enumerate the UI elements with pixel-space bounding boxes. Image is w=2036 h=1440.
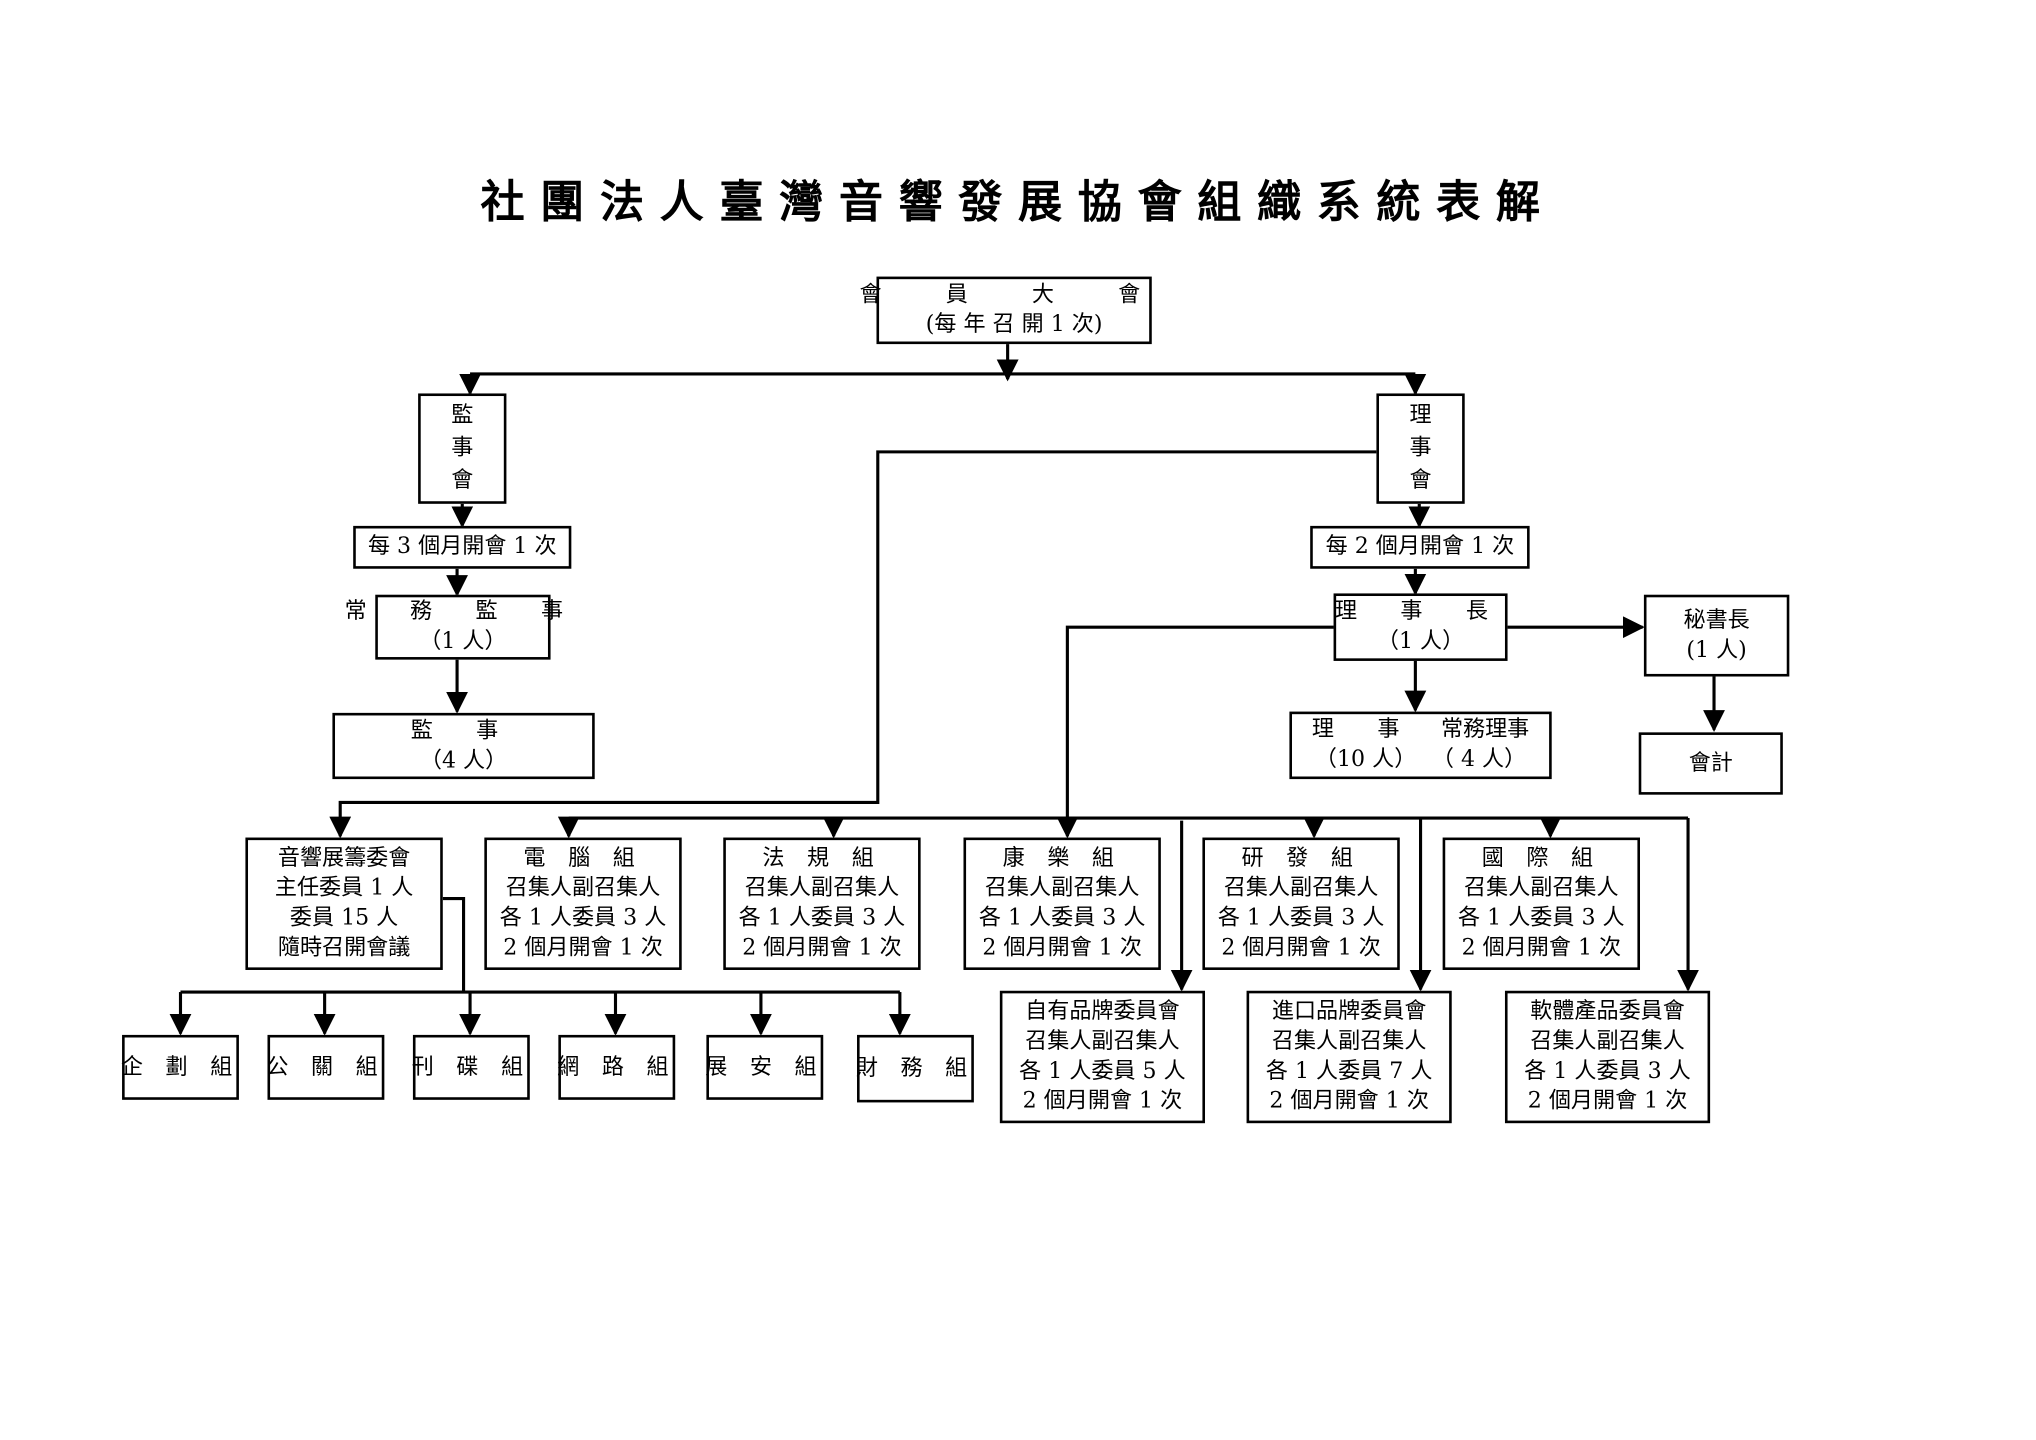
sub-group-planning: 企 劃 組 xyxy=(120,1034,241,1100)
audio-committee-line: 隨時召開會議 xyxy=(277,934,411,961)
supervisors-meeting-box: 每 3 個月開會 1 次 xyxy=(353,525,572,569)
group-line: 2 個月開會 1 次 xyxy=(982,934,1142,961)
group-name: 法 規 組 xyxy=(762,845,882,872)
brand-committee-line: 各 1 人委員 5 人 xyxy=(1019,1058,1186,1085)
standing-directors-count: （ 4 人） xyxy=(1431,746,1527,773)
chair-count: （1 人） xyxy=(1376,628,1465,655)
group-line: 各 1 人委員 3 人 xyxy=(499,905,667,932)
sub-group-name: 財 務 組 xyxy=(855,1055,976,1082)
group-line: 2 個月開會 1 次 xyxy=(742,934,902,961)
group-name: 康 樂 組 xyxy=(1002,845,1122,872)
audio-committee-line: 主任委員 1 人 xyxy=(274,875,414,902)
brand-committee-line: 召集人副召集人 xyxy=(1271,1028,1427,1055)
supervisors-box: 監 事 （4 人） xyxy=(332,712,595,780)
standing-supervisor-count: （1 人） xyxy=(419,628,507,655)
sub-group-finance: 財 務 組 xyxy=(855,1034,976,1103)
chair-name: 理 事 長 xyxy=(1334,598,1507,625)
standing-supervisor-name: 常 務 監 事 xyxy=(344,598,582,625)
sub-group-name: 網 路 組 xyxy=(557,1053,677,1080)
directors-meeting-box: 每 2 個月開會 1 次 xyxy=(1310,525,1530,569)
sub-group-name: 企 劃 組 xyxy=(120,1053,241,1080)
group-name: 國 際 組 xyxy=(1481,845,1601,872)
directors-count: （10 人） xyxy=(1314,746,1417,773)
supervisors-count: （4 人） xyxy=(419,747,508,774)
brand-committee-import: 進口品牌委員會 召集人副召集人 各 1 人委員 7 人 2 個月開會 1 次 xyxy=(1246,990,1452,1124)
chair-box: 理 事 長 （1 人） xyxy=(1333,593,1508,661)
directors-board-box: 理 事 會 xyxy=(1376,393,1465,504)
group-box-recreation: 康 樂 組 召集人副召集人 各 1 人委員 3 人 2 個月開會 1 次 xyxy=(963,837,1161,970)
supervisors-name: 監 事 xyxy=(410,717,517,744)
directors-meeting: 每 2 個月開會 1 次 xyxy=(1325,533,1515,560)
brand-committee-software: 軟體產品委員會 召集人副召集人 各 1 人委員 3 人 2 個月開會 1 次 xyxy=(1504,990,1711,1124)
directors-counts: （10 人） （ 4 人） xyxy=(1315,745,1526,775)
sub-group-name: 公 關 組 xyxy=(266,1053,386,1080)
brand-committee-line: 召集人副召集人 xyxy=(1530,1028,1685,1055)
directors-label: 理 事 xyxy=(1311,716,1418,743)
supervisors-board-char: 事 xyxy=(451,434,474,461)
supervisors-board-box: 監 事 會 xyxy=(418,393,507,504)
group-line: 召集人副召集人 xyxy=(984,875,1140,902)
directors-labels: 理 事常務理事 xyxy=(1312,715,1529,745)
directors-box: 理 事常務理事 （10 人） （ 4 人） xyxy=(1289,711,1552,780)
directors-board-char: 會 xyxy=(1409,467,1432,494)
secretary-name: 秘書長 xyxy=(1683,607,1750,634)
secretary-count: (1 人) xyxy=(1686,636,1747,663)
brand-committee-line: 2 個月開會 1 次 xyxy=(1527,1088,1688,1115)
connector-chair-groups xyxy=(1056,625,1335,839)
supervisors-meeting: 每 3 個月開會 1 次 xyxy=(367,533,557,560)
sub-group-network: 網 路 組 xyxy=(557,1034,677,1100)
brand-committee-line: 各 1 人委員 3 人 xyxy=(1524,1058,1691,1085)
brand-committee-name: 進口品牌委員會 xyxy=(1271,998,1427,1025)
accounting-name: 會計 xyxy=(1688,749,1733,776)
group-box-rnd: 研 發 組 召集人副召集人 各 1 人委員 3 人 2 個月開會 1 次 xyxy=(1202,837,1400,970)
audio-committee-box: 音響展籌委會 主任委員 1 人 委員 15 人 隨時召開會議 xyxy=(245,837,443,970)
sub-group-name: 刊 碟 組 xyxy=(411,1053,531,1080)
sub-group-pr: 公 關 組 xyxy=(266,1034,386,1100)
accounting-box: 會計 xyxy=(1638,732,1783,795)
general-assembly-note: (每 年 召 開 1 次) xyxy=(925,311,1103,338)
brand-committee-line: 各 1 人委員 7 人 xyxy=(1265,1058,1433,1085)
group-line: 2 個月開會 1 次 xyxy=(1461,934,1622,961)
group-line: 各 1 人委員 3 人 xyxy=(1217,905,1385,932)
directors-board-char: 事 xyxy=(1409,434,1432,461)
supervisors-board-char: 會 xyxy=(451,467,474,494)
chart-title: 社團法人臺灣音響發展協會組織系統表解 xyxy=(480,176,1556,229)
supervisors-board-char: 監 xyxy=(451,402,474,429)
brand-committee-name: 自有品牌委員會 xyxy=(1025,998,1180,1025)
group-line: 召集人副召集人 xyxy=(1223,875,1379,902)
sub-group-publication: 刊 碟 組 xyxy=(411,1034,531,1100)
standing-directors-label: 常務理事 xyxy=(1440,716,1530,743)
group-line: 召集人副召集人 xyxy=(1464,875,1619,902)
connector-audio-sub xyxy=(442,897,466,993)
general-assembly-name: 會 員 大 會 xyxy=(859,281,1169,308)
group-name: 電 腦 組 xyxy=(523,845,643,872)
standing-supervisor-box: 常 務 監 事 （1 人） xyxy=(345,594,563,660)
general-assembly-box: 會 員 大 會 (每 年 召 開 1 次) xyxy=(859,276,1152,345)
group-line: 2 個月開會 1 次 xyxy=(503,934,663,961)
group-box-law: 法 規 組 召集人副召集人 各 1 人委員 3 人 2 個月開會 1 次 xyxy=(723,837,921,970)
secretary-box: 秘書長 (1 人) xyxy=(1643,594,1790,677)
brand-committee-name: 軟體產品委員會 xyxy=(1530,998,1685,1025)
group-line: 召集人副召集人 xyxy=(505,875,661,902)
connector-directors-audio xyxy=(329,450,1377,839)
group-box-computer: 電 腦 組 召集人副召集人 各 1 人委員 3 人 2 個月開會 1 次 xyxy=(484,837,682,970)
brand-committee-line: 2 個月開會 1 次 xyxy=(1022,1088,1183,1115)
brand-committee-line: 召集人副召集人 xyxy=(1025,1028,1180,1055)
audio-committee-line: 音響展籌委會 xyxy=(277,845,411,872)
audio-committee-line: 委員 15 人 xyxy=(289,905,399,932)
group-line: 各 1 人委員 3 人 xyxy=(1458,905,1625,932)
group-line: 2 個月開會 1 次 xyxy=(1221,934,1381,961)
sub-group-name: 展 安 組 xyxy=(705,1053,825,1080)
group-name: 研 發 組 xyxy=(1241,845,1361,872)
sub-group-security: 展 安 組 xyxy=(705,1034,825,1100)
group-line: 召集人副召集人 xyxy=(744,875,900,902)
group-line: 各 1 人委員 3 人 xyxy=(738,905,906,932)
group-box-international: 國 際 組 召集人副召集人 各 1 人委員 3 人 2 個月開會 1 次 xyxy=(1442,837,1641,970)
directors-board-char: 理 xyxy=(1409,402,1432,429)
brand-committee-own: 自有品牌委員會 召集人副召集人 各 1 人委員 5 人 2 個月開會 1 次 xyxy=(999,990,1206,1124)
group-line: 各 1 人委員 3 人 xyxy=(978,905,1146,932)
brand-committee-line: 2 個月開會 1 次 xyxy=(1269,1088,1429,1115)
